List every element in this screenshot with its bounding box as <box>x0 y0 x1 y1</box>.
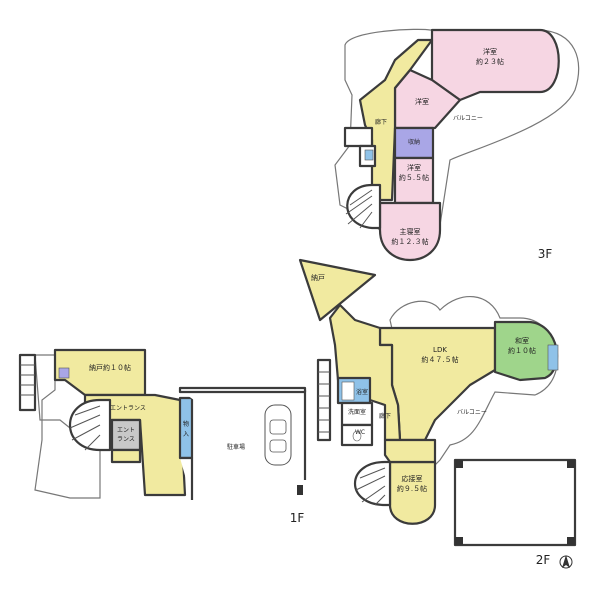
floor-1f: 納戸約１０帖 エントランス エント ランス 物 入 駐車場 1F <box>18 348 307 525</box>
wc-3f <box>343 126 374 148</box>
room-western-23 <box>430 28 560 102</box>
label-master-b: 約１２.３帖 <box>391 237 428 246</box>
label-entrance-small-a: エント <box>117 427 135 434</box>
floor-label-2f: 2F <box>536 553 551 567</box>
label-storage-1f-b: 入 <box>183 431 189 438</box>
floor-2f: 納戸 LDK 約４７.５帖 和室 約１０帖 浴室 洗面室 WC 廊下 バルコニー… <box>298 258 577 569</box>
label-western-23-b: 約２３帖 <box>476 57 504 66</box>
balcony-2f-rect <box>453 458 577 547</box>
room-storage-1f <box>178 396 194 460</box>
room-western-55 <box>393 156 435 205</box>
label-storage-3f: 収納 <box>408 138 420 146</box>
label-hallway-3f: 廊下 <box>375 118 387 126</box>
label-japanese-b: 約１０帖 <box>508 346 536 355</box>
label-bath: 浴室 <box>356 388 368 396</box>
label-western-55-a: 洋室 <box>407 163 421 172</box>
balcony-1f <box>34 354 101 499</box>
floor-label-1f: 1F <box>290 511 305 525</box>
label-ldk-b: 約４７.５帖 <box>421 355 458 364</box>
label-entrance-small-b: ランス <box>117 436 135 443</box>
room-closet-2f <box>298 258 377 322</box>
label-parking: 駐車場 <box>227 443 245 451</box>
label-reception-b: 約９.５帖 <box>397 484 427 493</box>
stair-2f <box>353 460 392 507</box>
label-balcony-3f: バルコニー <box>453 115 483 122</box>
north-arrow-icon <box>559 555 573 569</box>
label-wc: WC <box>355 429 365 436</box>
room-reception <box>388 460 437 525</box>
room-entrance-small <box>110 418 142 452</box>
car-icon <box>264 404 292 466</box>
floor-label-3f: 3F <box>538 247 553 261</box>
label-closet-2f: 納戸 <box>311 273 325 282</box>
label-ldk-a: LDK <box>433 346 447 354</box>
label-western-55-b: 約５.５帖 <box>399 173 429 182</box>
label-entrance: エントランス <box>110 405 146 412</box>
label-master-a: 主寝室 <box>400 227 421 236</box>
label-washroom: 洗面室 <box>348 408 366 416</box>
stair-1f <box>68 398 112 452</box>
label-western-23-a: 洋室 <box>483 47 497 56</box>
label-reception-a: 応接室 <box>402 474 423 483</box>
room-master <box>378 201 442 262</box>
label-japanese-a: 和室 <box>515 336 529 345</box>
label-balcony-2f: バルコニー <box>457 409 487 416</box>
floor-3f: 洋室 約２３帖 洋室 廊下 収納 洋室 約５.５帖 主寝室 約１２.３帖 バルコ… <box>334 28 580 262</box>
label-closet-10: 納戸約１０帖 <box>89 363 131 372</box>
label-storage-1f-a: 物 <box>183 420 189 428</box>
stair-3f <box>346 183 382 230</box>
label-western: 洋室 <box>415 97 429 106</box>
label-hallway-2f: 廊下 <box>379 412 391 420</box>
